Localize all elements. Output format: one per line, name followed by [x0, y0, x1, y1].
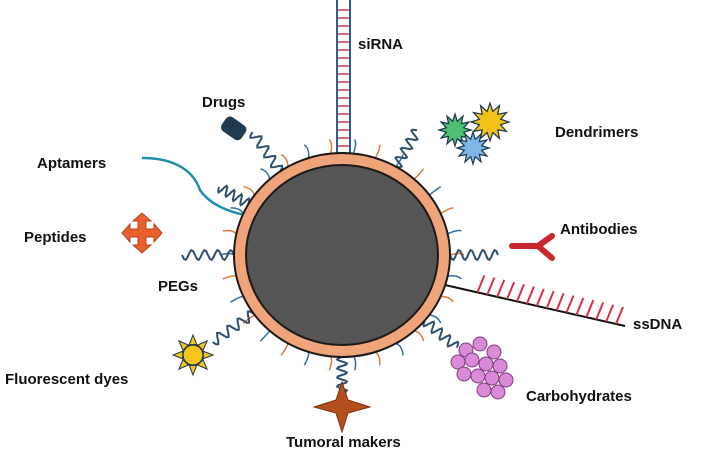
- ssdna-base: [486, 277, 496, 296]
- ssdna-base: [605, 304, 615, 323]
- carbohydrate-unit: [478, 356, 494, 372]
- surface-ligands: [219, 139, 465, 371]
- short-ligand: [260, 168, 271, 180]
- label-carbohydrates: Carbohydrates: [526, 388, 632, 405]
- carbohydrate-unit: [456, 366, 472, 382]
- short-ligand: [328, 356, 333, 371]
- peg-coil: [212, 310, 255, 346]
- peg-coil: [181, 248, 235, 262]
- short-ligand: [428, 186, 442, 196]
- short-ligand: [449, 252, 465, 256]
- short-ligand: [259, 330, 271, 342]
- carbohydrate-unit: [464, 352, 480, 368]
- ssdna-base: [506, 281, 516, 300]
- carbohydrate-unit: [470, 368, 486, 384]
- carbohydrate-unit: [472, 336, 488, 352]
- sun-ray: [171, 350, 184, 360]
- short-ligand: [395, 342, 404, 356]
- tumoral-marker-icon: [312, 380, 372, 434]
- short-ligand: [414, 330, 425, 342]
- short-ligand: [413, 168, 425, 180]
- sun-ray: [188, 333, 198, 346]
- short-ligand: [374, 351, 381, 366]
- short-ligand: [230, 295, 244, 303]
- short-ligand: [440, 295, 455, 303]
- peg-coil: [217, 184, 251, 207]
- peg-coil: [335, 356, 349, 394]
- label-pegs: PEGs: [158, 278, 199, 295]
- label-sirna: siRNA: [358, 36, 404, 53]
- carbohydrate-unit: [492, 358, 508, 374]
- label-drugs: Drugs: [202, 94, 246, 111]
- peptide-icon: [121, 212, 163, 254]
- carbohydrate-unit: [490, 384, 506, 400]
- peg-chains: [181, 128, 499, 394]
- carbohydrate-unit: [476, 382, 492, 398]
- carbohydrate-icon: [450, 336, 514, 400]
- peg-coil: [422, 320, 460, 348]
- short-ligand: [352, 355, 357, 371]
- short-ligand: [280, 343, 289, 356]
- carbohydrate-unit: [498, 372, 514, 388]
- ssdna-base: [575, 297, 585, 316]
- peg-coil: [249, 131, 284, 172]
- short-ligand: [352, 139, 357, 154]
- carbohydrate-unit: [486, 344, 502, 360]
- carbohydrate-unit: [484, 370, 500, 386]
- antibody-icon: [509, 233, 555, 261]
- short-ligand: [303, 144, 310, 159]
- sirna-ladder: [336, 0, 351, 160]
- sun-ray: [202, 350, 215, 360]
- ssdna-base: [585, 299, 595, 318]
- aptamer-strand: [141, 156, 246, 217]
- ssdna-base: [496, 279, 506, 298]
- short-ligand: [328, 139, 333, 154]
- sun-ray: [188, 364, 198, 377]
- short-ligand: [303, 351, 310, 366]
- ssdna-base: [595, 302, 605, 320]
- short-ligand: [440, 207, 454, 215]
- ssdna-strand: [444, 274, 626, 327]
- short-ligand: [222, 275, 237, 280]
- label-ssdna: ssDNA: [633, 316, 683, 333]
- short-ligand: [395, 154, 404, 168]
- short-ligand: [429, 314, 442, 324]
- peg-coil: [449, 248, 499, 262]
- short-ligand: [222, 229, 237, 235]
- nanoparticle: [233, 152, 451, 358]
- label-peptides: Peptides: [24, 229, 87, 246]
- label-tumoral-makers: Tumoral makers: [286, 434, 401, 451]
- short-ligand: [374, 144, 381, 159]
- ssdna-base: [565, 295, 575, 314]
- short-ligand: [280, 153, 289, 167]
- ssdna-base: [615, 306, 624, 325]
- nanoparticle-core: [245, 164, 439, 346]
- ssdna-base: [555, 293, 565, 311]
- drug-capsule-icon: [220, 116, 247, 141]
- dendrimer-yellow-icon: [469, 101, 511, 143]
- label-fluorescent-dyes: Fluorescent dyes: [5, 371, 129, 388]
- ssdna-base: [476, 274, 486, 293]
- ssdna-base: [535, 288, 545, 307]
- label-dendrimers: Dendrimers: [555, 124, 639, 141]
- short-ligand: [447, 275, 462, 280]
- fluorescent-dye-icon: [171, 333, 215, 377]
- short-ligand: [447, 229, 462, 235]
- peg-coil: [394, 128, 419, 169]
- label-antibodies: Antibodies: [560, 221, 638, 238]
- ssdna-base: [525, 286, 535, 305]
- label-aptamers: Aptamers: [37, 155, 107, 172]
- ssdna-base: [516, 284, 525, 302]
- ssdna-base: [545, 290, 555, 309]
- short-ligand: [243, 186, 256, 196]
- dendrimer-icons: [437, 101, 511, 166]
